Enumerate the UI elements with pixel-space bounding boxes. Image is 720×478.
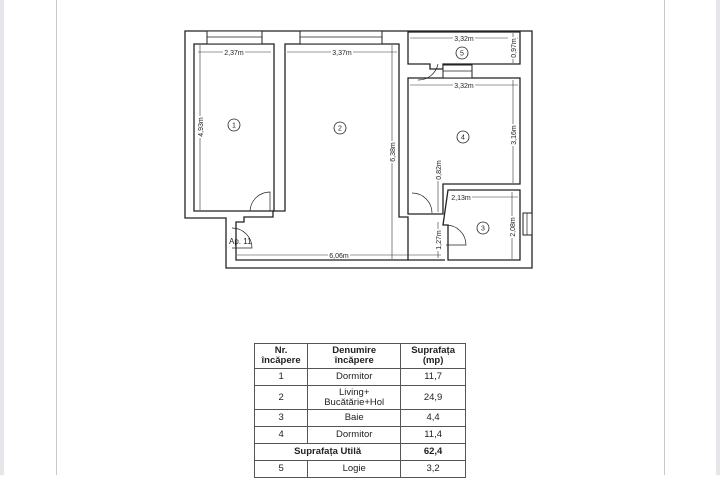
- room-number-1: 1: [232, 123, 236, 130]
- cell-nr: 1: [253, 368, 309, 386]
- room-number-2: 2: [338, 126, 342, 133]
- cell-name: Dormitor: [307, 368, 402, 386]
- dim-room3-length: 2,08m: [510, 217, 517, 237]
- room-3-outline: [442, 189, 521, 261]
- table-row: 4 Dormitor 11,4: [253, 426, 466, 444]
- dim-room1-length: 4,93m: [198, 117, 205, 137]
- room-2-outline: [235, 43, 409, 261]
- viewer-edge-left: [0, 0, 4, 475]
- page-border-left: [56, 0, 57, 475]
- dim-room4-length: 3,16m: [511, 125, 518, 145]
- window-room-1: [206, 30, 263, 45]
- cell-nr: 2: [253, 385, 309, 410]
- window-room-4: [442, 64, 473, 79]
- page-border-right: [664, 0, 665, 475]
- apartment-label: Ap. 11: [229, 237, 252, 246]
- dim-corridor-length: 0,82m: [436, 160, 443, 180]
- room-number-4: 4: [461, 135, 465, 142]
- cell-name: Baie: [307, 409, 402, 427]
- dim-room5-depth: 0,97m: [511, 38, 518, 58]
- total-area: 62,4: [400, 443, 466, 461]
- window-room-3: [522, 212, 533, 236]
- outer-wall: [184, 30, 533, 269]
- cell-area: 11,7: [400, 368, 466, 386]
- dim-hall-length: 6,06m: [329, 253, 349, 260]
- window-room-2: [299, 30, 383, 45]
- viewer-edge-right: [716, 0, 720, 475]
- room-number-5: 5: [460, 51, 464, 58]
- room-number-3: 3: [481, 226, 485, 233]
- table-row: 5 Logie 3,2: [253, 460, 466, 478]
- cell-name: Living+Bucătărie+Hol: [307, 385, 402, 410]
- table-row: 1 Dormitor 11,7: [253, 368, 466, 386]
- cell-nr: 3: [253, 409, 309, 427]
- dim-room5-width: 3,32m: [454, 36, 474, 43]
- cell-area: 11,4: [400, 426, 466, 444]
- header-area: Suprafața(mp): [400, 343, 466, 369]
- total-label: Suprafața Utilă: [253, 443, 402, 461]
- cell-name: Dormitor: [307, 426, 402, 444]
- door-entrance: [231, 227, 253, 249]
- dim-room1-width: 2,37m: [224, 50, 244, 57]
- door-room-3: [445, 224, 467, 246]
- dim-hall-width: 1,27m: [436, 230, 443, 250]
- door-hall-room-4: [411, 192, 433, 214]
- header-nr: Nr.încăpere: [253, 343, 309, 369]
- floor-plan: 2,37m 3,37m 3,32m 3,32m 2,13m 6,06m 0,97…: [184, 30, 533, 269]
- cell-area: 24,9: [400, 385, 466, 410]
- dim-room3-width: 2,13m: [451, 195, 471, 202]
- table-row: 3 Baie 4,4: [253, 409, 466, 427]
- dim-room4-width: 3,32m: [454, 83, 474, 90]
- dim-room2-length: 6,38m: [390, 142, 397, 162]
- dim-room2-width: 3,37m: [332, 50, 352, 57]
- door-room-1: [249, 191, 271, 212]
- door-room-5: [417, 63, 439, 81]
- table-total-row: Suprafața Utilă 62,4: [253, 443, 466, 461]
- table-row: 2 Living+Bucătărie+Hol 24,9: [253, 385, 466, 410]
- cell-area: 4,4: [400, 409, 466, 427]
- cell-nr: 4: [253, 426, 309, 444]
- room-4-outline: [407, 77, 521, 215]
